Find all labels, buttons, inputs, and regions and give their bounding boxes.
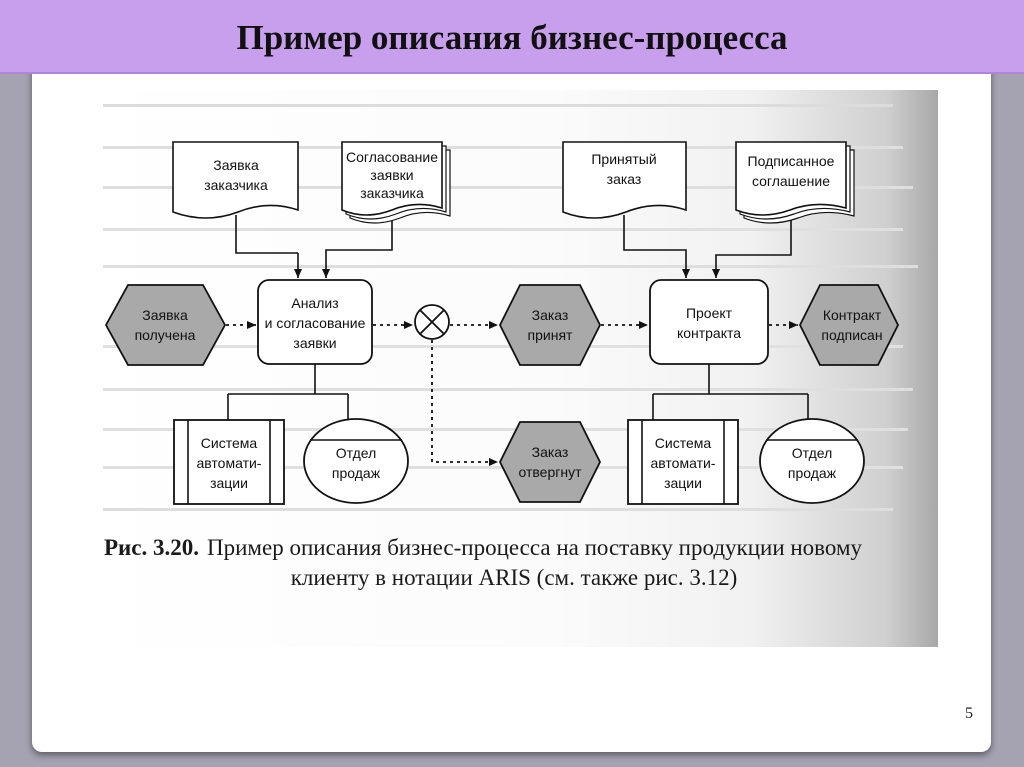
document-signed-label-1: Подписанное — [748, 153, 835, 169]
department-2-label-2: продаж — [788, 465, 837, 481]
resource-links — [227, 364, 809, 420]
event-rejected-label-2: отвергнут — [519, 464, 583, 480]
system-1-label-3: зации — [210, 475, 248, 491]
document-accepted-order: Принятый заказ — [562, 141, 687, 219]
function-analysis-label-2: и согласование — [265, 315, 366, 331]
event-order-accepted: Заказ принят — [498, 284, 602, 366]
event-order-received: Заявка получена — [104, 284, 227, 366]
document-agreement-label-1: Согласование — [346, 149, 438, 165]
function-analysis-label-3: заявки — [293, 335, 336, 351]
event-rejected-label-1: Заказ — [532, 444, 569, 460]
function-analysis: Анализ и согласование заявки — [257, 279, 373, 365]
system-2-label-1: Система — [655, 435, 712, 451]
document-order: Заявка заказчика — [172, 141, 299, 219]
document-accepted-label-1: Принятый — [591, 151, 656, 167]
caption-label: Рис. 3.20. — [104, 535, 199, 560]
department-1-label-1: Отдел — [336, 445, 377, 461]
department-sales-2: Отдел продаж — [759, 418, 865, 504]
department-sales-1: Отдел продаж — [303, 418, 409, 504]
title-bar: Пример описания бизнес-процесса — [0, 0, 1024, 74]
event-signed-label-1: Контракт — [823, 307, 882, 323]
function-contract-label-1: Проект — [686, 305, 733, 321]
system-automation-2: Система автомати- зации — [627, 419, 739, 505]
document-signed-agreement: Подписанное соглашение — [735, 141, 855, 224]
system-2-label-3: зации — [664, 475, 702, 491]
scanned-figure: Заявка заказчика Согласование заявки зак… — [88, 90, 938, 647]
function-contract-label-2: контракта — [677, 325, 741, 341]
page-number: 5 — [965, 705, 973, 722]
document-order-label-1: Заявка — [213, 157, 259, 173]
caption-text-1: Пример описания бизнес-процесса на поста… — [207, 535, 862, 560]
document-agreement-label-3: заказчика — [360, 185, 424, 201]
document-connectors — [235, 215, 792, 278]
document-accepted-label-2: заказ — [607, 171, 642, 187]
system-1-label-2: автомати- — [197, 455, 262, 471]
document-agreement-label-2: заявки — [370, 167, 413, 183]
event-accepted-label-2: принят — [528, 327, 574, 343]
aris-diagram: Заявка заказчика Согласование заявки зак… — [103, 104, 918, 590]
control-flow — [226, 321, 798, 466]
caption-line-1: Рис. 3.20. Пример описания бизнес-процесс… — [104, 535, 862, 560]
event-received-label-2: получена — [135, 327, 196, 343]
caption-line-2: клиенту в нотации ARIS (см. также рис. 3… — [291, 565, 738, 590]
department-2-label-1: Отдел — [792, 445, 833, 461]
function-analysis-label-1: Анализ — [291, 295, 338, 311]
system-2-label-2: автомати- — [651, 455, 716, 471]
department-1-label-2: продаж — [332, 465, 381, 481]
figure-caption: Рис. 3.20. Пример описания бизнес-процесс… — [104, 535, 862, 590]
xor-connector — [414, 304, 450, 340]
document-order-label-2: заказчика — [204, 177, 268, 193]
system-automation-1: Система автомати- зации — [173, 419, 285, 505]
event-order-rejected: Заказ отвергнут — [498, 421, 602, 503]
event-accepted-label-1: Заказ — [532, 307, 569, 323]
document-signed-label-2: соглашение — [752, 173, 830, 189]
slide-title: Пример описания бизнес-процесса — [236, 18, 788, 57]
event-received-label-1: Заявка — [142, 307, 188, 323]
document-agreement: Согласование заявки заказчика — [341, 141, 451, 224]
function-contract-draft: Проект контракта — [649, 279, 769, 365]
system-1-label-1: Система — [201, 435, 258, 451]
event-signed-label-2: подписан — [821, 327, 882, 343]
event-contract-signed: Контракт подписан — [798, 284, 900, 366]
